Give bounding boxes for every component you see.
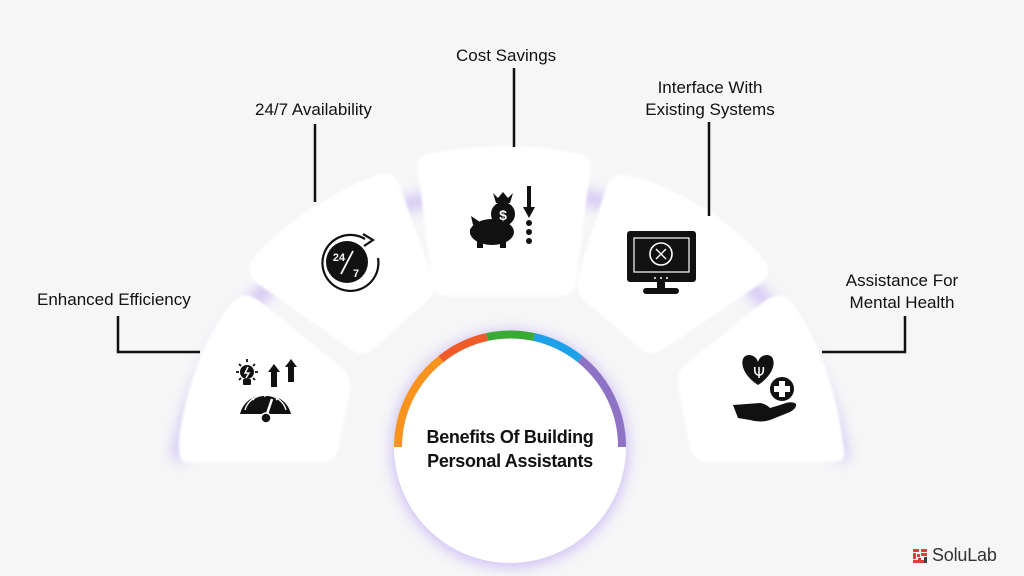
brand-name: SoluLab: [932, 545, 997, 565]
center-title-line-1: Benefits Of Building: [426, 427, 594, 447]
ring-segment-red: [438, 333, 488, 363]
connector-lines: [116, 68, 907, 354]
solulab-logo-icon: [913, 548, 927, 563]
ring-segment-orange: [394, 355, 444, 448]
hand-heart-psi-icon: Ψ: [733, 355, 797, 422]
label-cost-savings: Cost Savings: [456, 46, 557, 65]
brand-logo: SoluLab: [913, 545, 997, 566]
label-mental-health: Assistance For Mental Health: [830, 270, 974, 314]
svg-text:24: 24: [333, 252, 346, 264]
clock-24-7-icon: 24 7: [321, 233, 380, 292]
ring-segment-blue: [533, 333, 583, 363]
svg-text:$: $: [499, 207, 507, 223]
svg-text:7: 7: [353, 268, 359, 280]
card-enhanced-efficiency[interactable]: [178, 295, 351, 462]
label-line-2: Existing Systems: [645, 100, 775, 119]
label-line-1: Interface With: [657, 78, 763, 97]
connector-mental-health: [822, 316, 907, 354]
svg-text:Ψ: Ψ: [753, 364, 765, 382]
label-24-7-availability: 24/7 Availability: [255, 100, 372, 119]
center-title-line-2: Personal Assistants: [427, 451, 593, 471]
label-line-2: Mental Health: [849, 293, 955, 312]
ring-segment-purple: [577, 355, 627, 448]
label-enhanced-efficiency: Enhanced Efficiency: [37, 290, 191, 309]
connector-enhanced-efficiency: [116, 316, 200, 354]
center-ring: [394, 330, 627, 448]
piggy-bank-money-bag-icon: $: [470, 186, 535, 248]
label-interface-existing-systems: Interface With Existing Systems: [630, 77, 790, 121]
monitor-remote-icon: [627, 231, 696, 294]
ring-segment-green: [486, 330, 535, 341]
center-title: Benefits Of Building Personal Assistants: [400, 425, 620, 473]
center-circle: [394, 331, 626, 563]
efficiency-lightbulb-speedometer-icon: [236, 359, 297, 424]
label-line-1: Assistance For: [845, 271, 959, 290]
